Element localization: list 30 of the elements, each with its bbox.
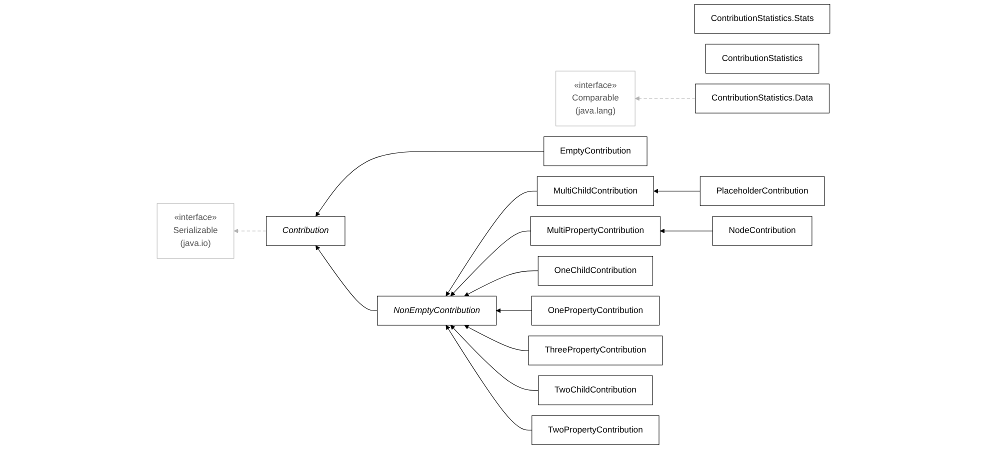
- node-box: ThreePropertyContribution: [528, 336, 663, 366]
- node-box: TwoPropertyContribution: [532, 415, 660, 445]
- arrow: [446, 324, 532, 430]
- node-box: NonEmptyContribution: [377, 296, 497, 326]
- node-box: Contribution: [266, 216, 346, 246]
- node-box: «interface» Serializable (java.io): [156, 203, 234, 259]
- arrow: [316, 151, 544, 217]
- node-box: ContributionStatistics.Stats: [694, 4, 830, 34]
- arrow: [464, 270, 538, 296]
- arrow: [496, 308, 532, 313]
- node-box: EmptyContribution: [544, 136, 648, 166]
- arrow: [450, 230, 531, 296]
- node-box: OneChildContribution: [538, 256, 654, 286]
- arrow: [316, 245, 378, 311]
- node-box: PlaceholderContribution: [700, 176, 825, 206]
- arrow: [634, 96, 696, 101]
- node-box: TwoChildContribution: [538, 376, 653, 406]
- node-box: OnePropertyContribution: [531, 296, 660, 326]
- arrow: [660, 228, 713, 234]
- arrow: [654, 188, 700, 194]
- arrow: [464, 324, 529, 351]
- node-box: «interface» Comparable (java.lang): [556, 70, 636, 126]
- node-box: ContributionStatistics.Data: [695, 84, 830, 114]
- node-box: ContributionStatistics: [705, 44, 820, 74]
- arrow: [234, 228, 266, 234]
- arrow: [450, 324, 539, 391]
- node-box: MultiPropertyContribution: [530, 216, 660, 246]
- node-box: NodeContribution: [712, 216, 812, 246]
- node-box: MultiChildContribution: [536, 176, 654, 206]
- arrow: [446, 190, 538, 296]
